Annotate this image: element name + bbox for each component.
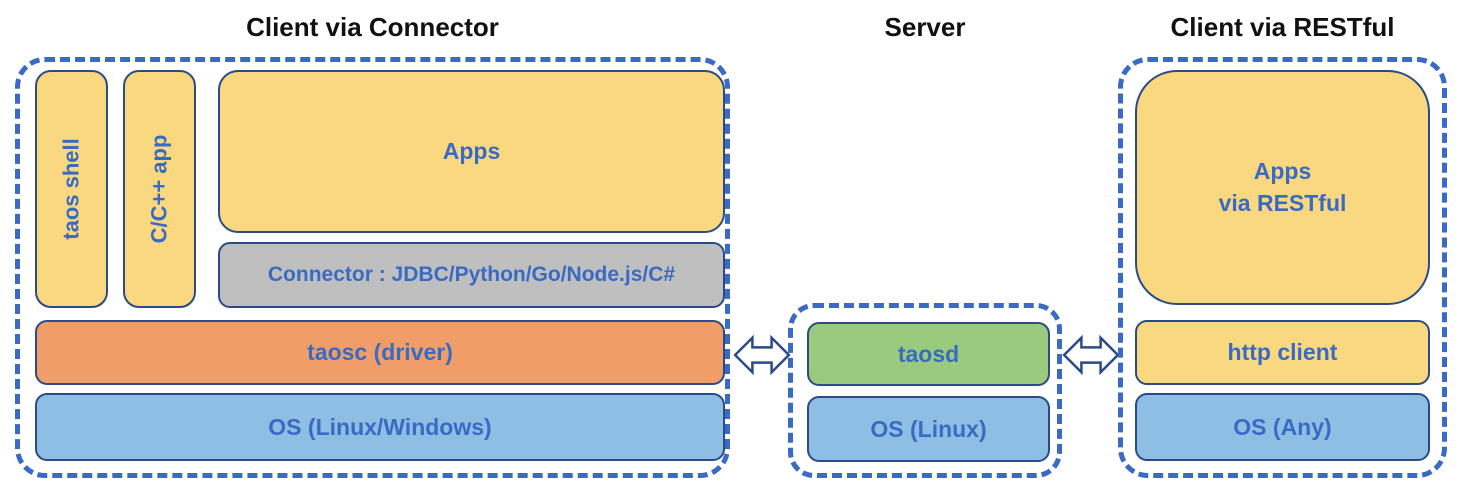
title-client-via-connector: Client via Connector <box>246 12 499 42</box>
box-taosc-driver: taosc (driver) <box>35 320 725 385</box>
bidirectional-arrow-icon <box>733 334 791 376</box>
box-os-linux-windows: OS (Linux/Windows) <box>35 393 725 461</box>
box-os-linux: OS (Linux) <box>807 396 1050 462</box>
box-connector: Connector : JDBC/Python/Go/Node.js/C# <box>218 242 725 308</box>
taos-shell-label: taos shell <box>58 138 84 240</box>
os-linux-windows-label: OS (Linux/Windows) <box>268 413 492 440</box>
apps-via-restful-label: Apps via RESTful <box>1219 156 1347 218</box>
box-taos-shell: taos shell <box>35 70 108 308</box>
panel-server <box>788 303 1062 478</box>
cpp-app-label: C/C++ app <box>146 134 172 244</box>
title-client-via-restful: Client via RESTful <box>1170 12 1395 42</box>
taosc-driver-label: taosc (driver) <box>307 339 453 365</box>
os-linux-label: OS (Linux) <box>870 415 987 442</box>
box-taosd: taosd <box>807 322 1050 386</box>
title-server: Server <box>884 12 966 42</box>
panel-client-via-restful <box>1118 57 1447 478</box>
apps-label: Apps <box>442 138 501 164</box>
panel-client-via-connector <box>15 57 730 478</box>
box-apps-via-restful: Apps via RESTful <box>1135 70 1430 305</box>
box-os-any: OS (Any) <box>1135 393 1430 461</box>
apps-via-restful-line2: via RESTful <box>1218 189 1347 216</box>
box-cpp-app: C/C++ app <box>123 70 196 308</box>
http-client-label: http client <box>1227 339 1338 365</box>
taosd-label: taosd <box>897 340 960 367</box>
box-http-client: http client <box>1135 320 1430 385</box>
connector-label: Connector : JDBC/Python/Go/Node.js/C# <box>267 263 676 286</box>
box-apps: Apps <box>218 70 725 233</box>
bidirectional-arrow-icon <box>1062 334 1120 376</box>
os-any-label: OS (Any) <box>1233 413 1332 440</box>
apps-via-restful-line1: Apps <box>1253 158 1312 185</box>
